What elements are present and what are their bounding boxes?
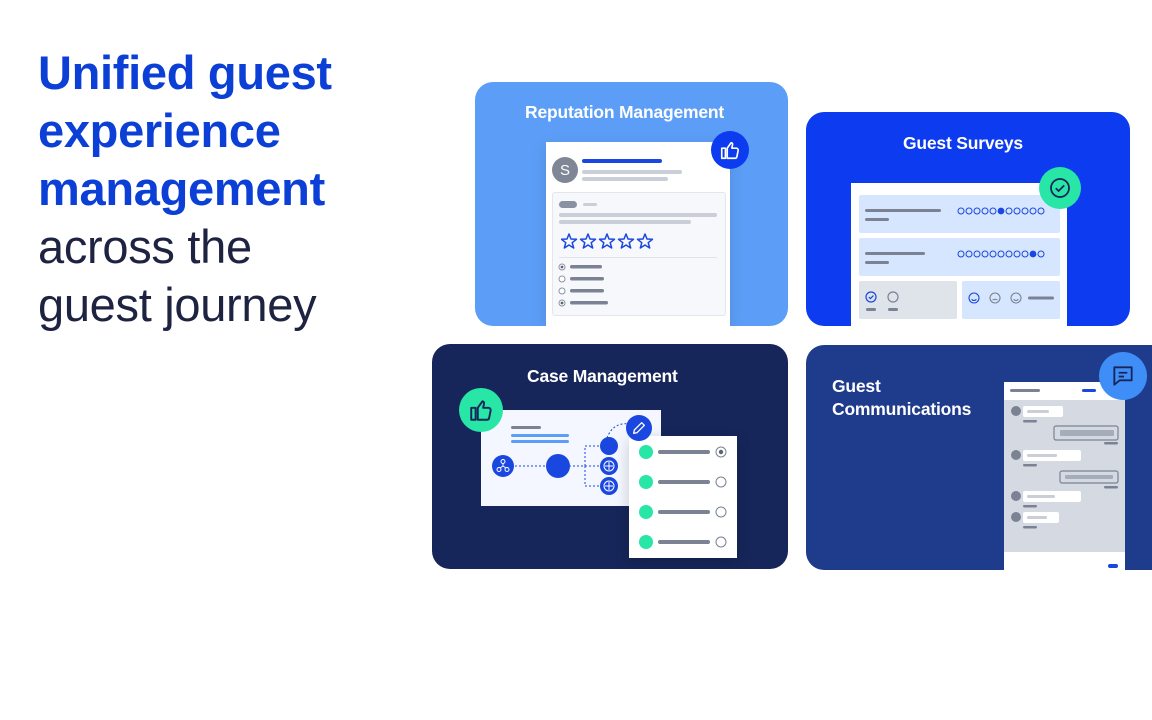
communications-title-line: Guest <box>832 376 881 396</box>
divider <box>559 257 717 258</box>
headline-light-line: across the <box>38 220 252 273</box>
choice-icons <box>865 291 899 311</box>
workflow-bar <box>511 426 541 429</box>
star-rating[interactable] <box>561 233 661 251</box>
case-management-card[interactable]: Case Management <box>432 344 788 569</box>
task-list-panel <box>629 436 737 558</box>
reputation-card-title: Reputation Management <box>525 102 725 122</box>
review-title-bar <box>582 159 662 163</box>
survey-question-bar <box>865 218 889 221</box>
chat-header-bar <box>1082 389 1096 392</box>
headline-bold-line: Unified guest <box>38 46 332 99</box>
thumbs-up-badge <box>711 131 749 169</box>
star-icon <box>636 233 654 249</box>
survey-question-bar <box>865 261 889 264</box>
star-icon <box>598 233 616 249</box>
chat-input-bar[interactable] <box>1004 552 1125 570</box>
review-text-bar <box>559 213 717 217</box>
workflow-bar <box>511 440 569 443</box>
thumbs-up-badge <box>459 388 503 432</box>
guest-communications-card[interactable]: Guest Communications <box>806 345 1152 570</box>
rating-scale[interactable] <box>957 205 1047 217</box>
survey-question-bar <box>865 209 941 212</box>
task-list[interactable] <box>629 436 737 558</box>
review-panel: S <box>546 142 730 326</box>
survey-question-bar <box>865 252 925 255</box>
thumbs-up-icon <box>470 400 492 421</box>
communications-card-title: Guest Communications <box>832 375 971 421</box>
headline-light-line: guest journey <box>38 278 317 331</box>
headline-bold-line: experience <box>38 104 281 157</box>
chat-messages <box>1011 406 1119 529</box>
workflow-diagram <box>492 423 630 495</box>
avatar: S <box>552 157 578 183</box>
rating-scale[interactable] <box>957 248 1047 260</box>
guest-surveys-card[interactable]: Guest Surveys <box>806 112 1130 326</box>
check-badge <box>1039 167 1081 209</box>
reputation-management-card[interactable]: Reputation Management S <box>475 82 788 326</box>
survey-choice-box[interactable] <box>859 281 957 319</box>
emoji-rating <box>968 292 1054 304</box>
chat-icon <box>1113 366 1133 386</box>
review-meta-bar <box>582 177 668 181</box>
survey-question-row <box>859 238 1060 276</box>
send-button[interactable] <box>1108 564 1118 568</box>
chat-header-bar <box>1010 389 1040 392</box>
star-icon <box>617 233 635 249</box>
headline: Unified guest experience management acro… <box>38 44 418 334</box>
pencil-icon <box>633 422 645 434</box>
communications-title-line: Communications <box>832 399 972 419</box>
review-meta-bar <box>582 170 682 174</box>
cases-card-title: Case Management <box>527 366 678 386</box>
chat-header <box>1004 382 1125 400</box>
edit-badge <box>626 415 652 441</box>
check-circle-icon <box>1050 178 1070 198</box>
star-icon <box>579 233 597 249</box>
review-tag-bar <box>583 203 597 206</box>
chat-badge <box>1099 352 1147 400</box>
surveys-card-title: Guest Surveys <box>903 133 1023 153</box>
headline-bold-line: management <box>38 162 325 215</box>
review-text-bar <box>559 220 691 224</box>
review-tag <box>559 201 577 208</box>
survey-question-row <box>859 195 1060 233</box>
radio-options[interactable] <box>558 263 618 309</box>
survey-emoji-box[interactable] <box>962 281 1060 319</box>
star-icon <box>561 233 578 249</box>
review-form <box>552 192 726 316</box>
chat-phone-panel <box>1004 382 1125 570</box>
survey-panel <box>851 183 1067 326</box>
workflow-bar <box>511 434 569 437</box>
thumbs-up-icon <box>720 141 740 160</box>
